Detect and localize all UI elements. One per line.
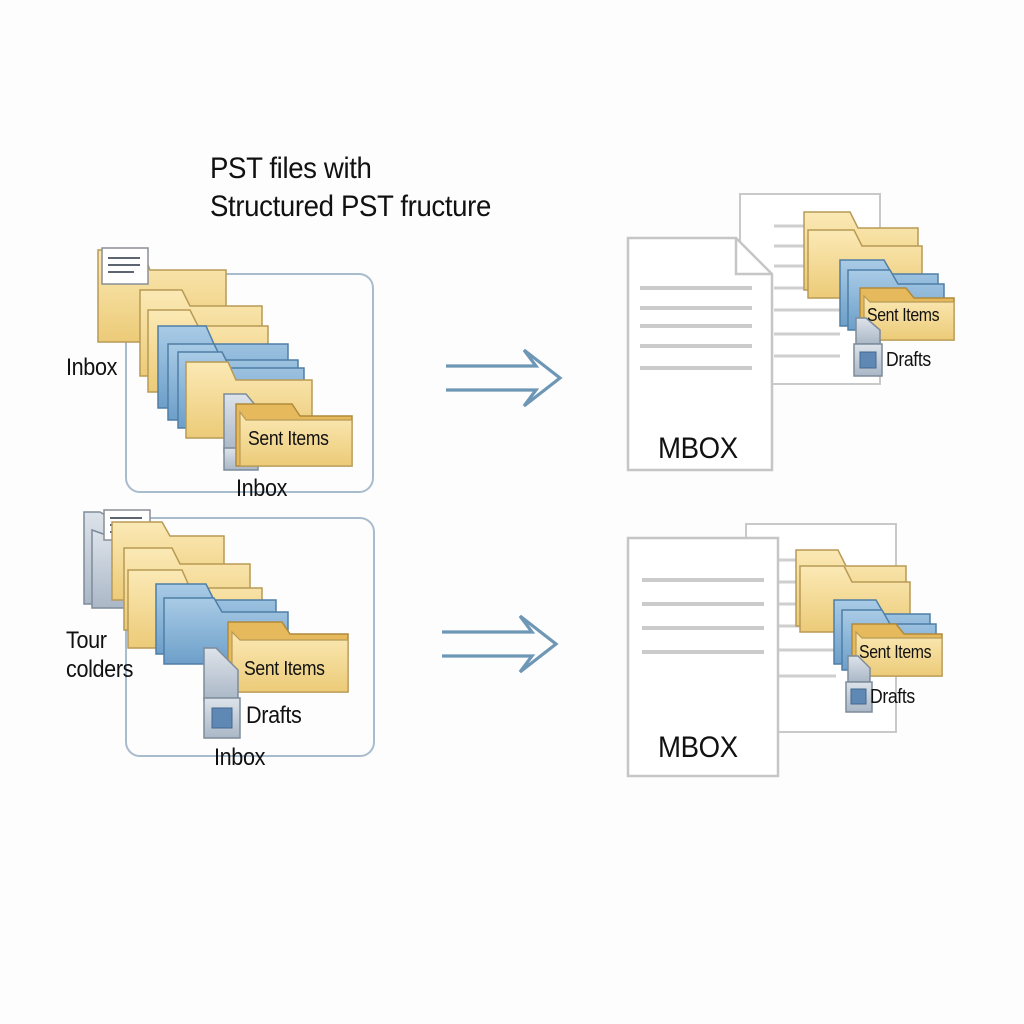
sent-items-label: Sent Items [859,642,932,662]
sent-items-folder-icon [859,287,955,341]
diagram-title-line-1: PST files with [210,152,372,185]
mbox-label: MBOX [658,731,738,764]
right-bottom-mbox-group [626,523,943,778]
drafts-label: Drafts [870,686,915,708]
sent-items-label: Sent Items [867,305,940,325]
mbox-document-icon [626,236,774,472]
group-frame [125,273,374,493]
inbox-bottom-label: Inbox [214,744,266,771]
sent-items-folder-icon [227,621,349,693]
left-top-pst-group [97,247,374,493]
right-top-mbox-group [626,193,955,472]
drafts-icon [203,647,241,739]
drafts-icon [853,317,883,377]
inbox-side-label: Inbox [66,354,118,381]
sent-items-label: Sent Items [248,428,329,450]
folders-side-label-line-1: Tour [66,627,107,654]
sent-items-folder-icon [851,623,943,677]
sent-items-label: Sent Items [244,658,325,680]
arrow-right-icon [446,348,563,408]
mbox-document-icon [626,536,780,778]
drafts-icon [845,655,873,713]
drafts-label: Drafts [886,349,931,371]
mbox-label: MBOX [658,432,738,465]
sent-items-folder-icon [235,403,353,467]
drafts-label: Drafts [246,702,302,729]
inbox-bottom-label: Inbox [236,475,288,502]
diagram-title-line-2: Structured PST fructure [210,190,491,223]
group-frame [125,517,375,757]
left-bottom-pst-group [83,509,375,757]
folders-side-label-line-2: colders [66,656,134,683]
arrow-right-icon [442,614,559,674]
